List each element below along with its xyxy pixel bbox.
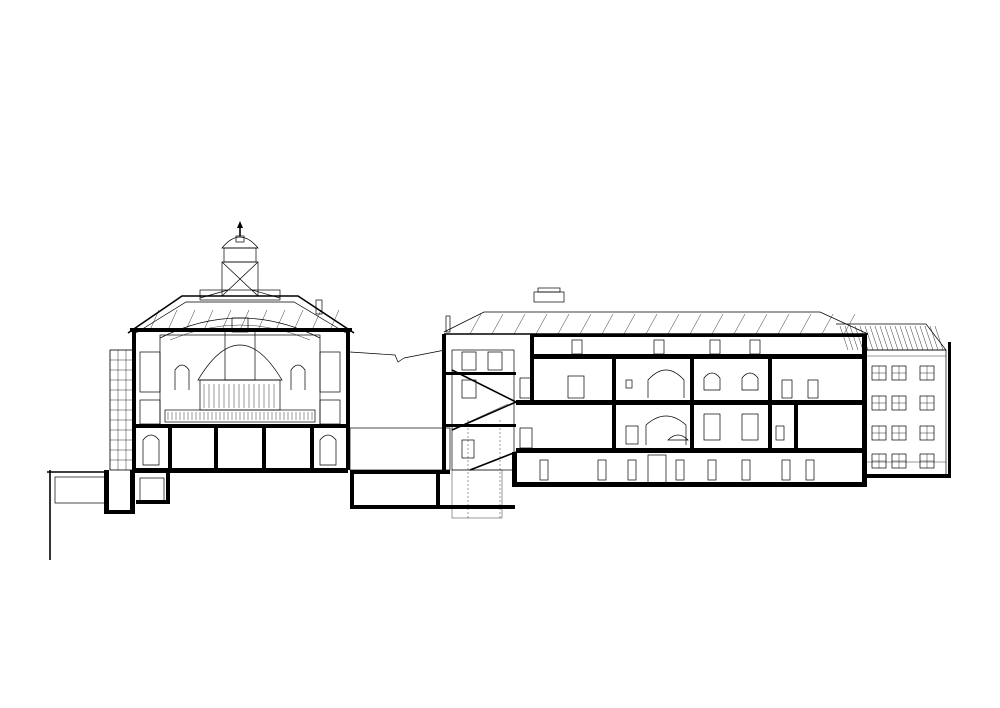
roof-tile <box>864 325 874 351</box>
truss-member <box>275 309 286 331</box>
truss-member <box>185 309 196 331</box>
column <box>214 428 218 468</box>
roof-tile <box>854 325 864 351</box>
cupola <box>199 221 281 301</box>
window <box>749 339 761 355</box>
right-building <box>442 287 869 487</box>
window <box>891 395 907 411</box>
rafter <box>557 313 570 335</box>
connector <box>349 349 515 519</box>
window <box>919 365 935 381</box>
column <box>310 428 314 468</box>
tile-grid <box>109 349 135 471</box>
rafter <box>667 313 680 335</box>
stair <box>446 349 517 471</box>
roof-tile <box>914 325 924 351</box>
window <box>675 459 685 481</box>
truss-member <box>203 309 214 331</box>
rafter <box>469 313 482 335</box>
window <box>653 339 665 355</box>
rafter <box>579 313 592 335</box>
rafter <box>689 313 702 335</box>
roof-tile <box>849 325 859 351</box>
truss-member <box>293 309 304 331</box>
truss-member <box>149 309 160 331</box>
truss-member <box>221 309 232 331</box>
lower-columns <box>168 428 314 468</box>
roof-tile <box>884 325 894 351</box>
window <box>919 453 935 469</box>
window <box>781 459 791 481</box>
roof-tile <box>839 325 849 351</box>
column <box>262 428 266 468</box>
window <box>919 395 935 411</box>
window <box>571 339 583 355</box>
truss-member <box>329 309 340 331</box>
window <box>891 425 907 441</box>
window <box>539 459 549 481</box>
window <box>707 459 717 481</box>
truss-member <box>239 309 250 331</box>
far-right-building <box>836 323 951 478</box>
rafter <box>777 313 790 335</box>
rafter <box>491 313 504 335</box>
window <box>871 453 887 469</box>
column <box>168 428 172 468</box>
window <box>871 395 887 411</box>
window <box>597 459 607 481</box>
left-hall <box>47 221 355 560</box>
roof-tile <box>859 325 869 351</box>
window <box>741 459 751 481</box>
rafter <box>755 313 768 335</box>
roof-tile <box>889 325 899 351</box>
roof-tile <box>924 325 934 351</box>
roof-tile <box>929 325 939 351</box>
roof-tile <box>844 325 854 351</box>
truss-member <box>167 309 178 331</box>
rafter <box>601 313 614 335</box>
window <box>891 365 907 381</box>
window <box>805 459 815 481</box>
rafter <box>821 313 834 335</box>
window <box>709 339 721 355</box>
rafter <box>645 313 658 335</box>
roof-tile <box>934 325 944 351</box>
roof-tile <box>904 325 914 351</box>
window <box>871 425 887 441</box>
rafter <box>711 313 724 335</box>
roof-tile <box>894 325 904 351</box>
window <box>919 425 935 441</box>
roof-tile <box>869 325 879 351</box>
window <box>891 453 907 469</box>
roof-tile <box>874 325 884 351</box>
truss-member <box>257 309 268 331</box>
roof-tile <box>879 325 889 351</box>
rafter <box>733 313 746 335</box>
rafter <box>535 313 548 335</box>
truss-member <box>311 309 322 331</box>
window <box>871 365 887 381</box>
window <box>627 459 637 481</box>
rafter <box>513 313 526 335</box>
roof-tile <box>919 325 929 351</box>
roof-tile <box>909 325 919 351</box>
roof-tile <box>899 325 909 351</box>
rafter <box>623 313 636 335</box>
rafter <box>799 313 812 335</box>
